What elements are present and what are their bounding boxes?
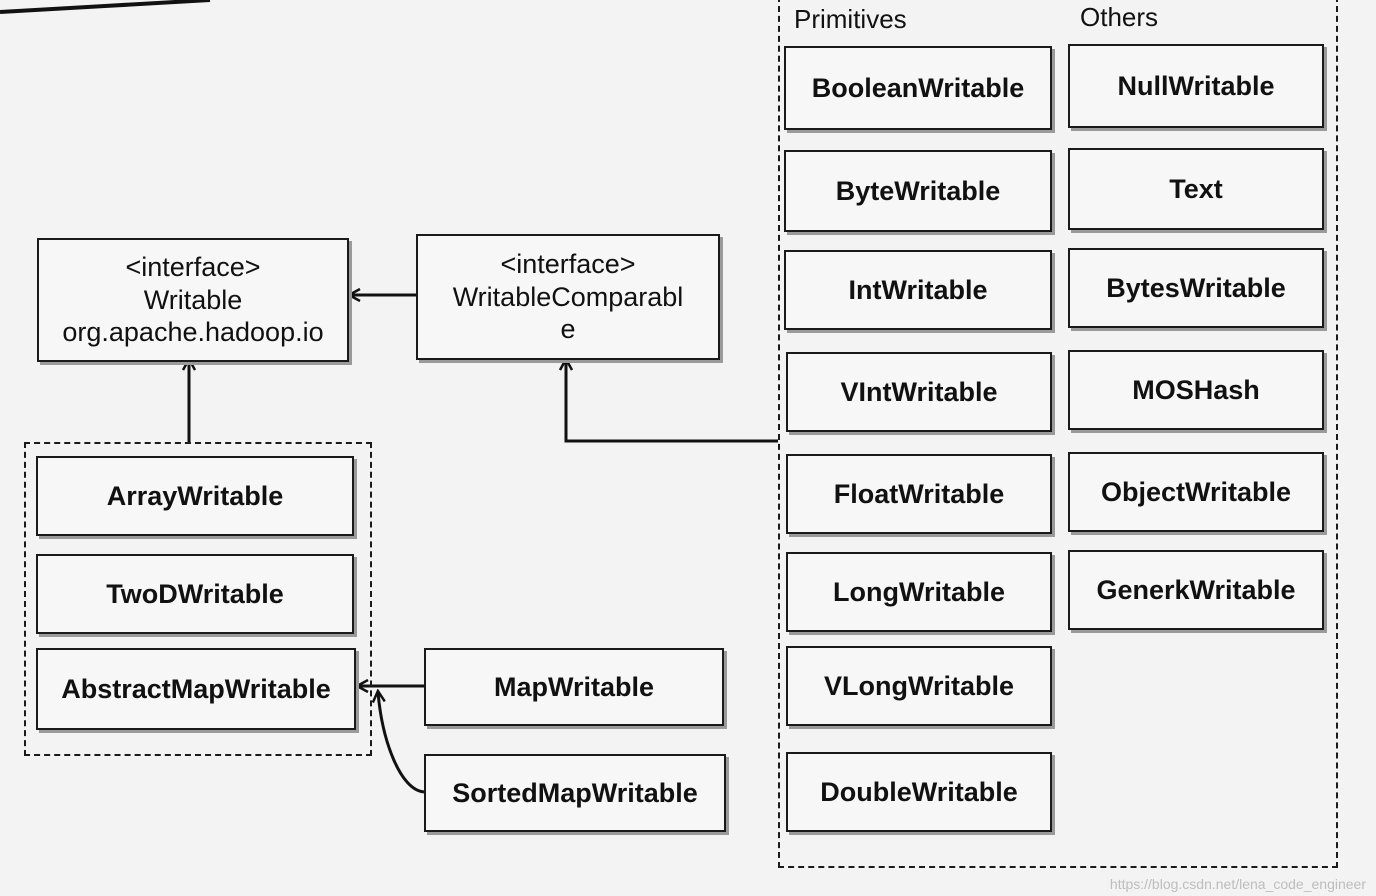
primitive-doublewritable: DoubleWritable — [786, 752, 1052, 832]
primitives-others-group — [778, 0, 1338, 868]
other-byteswritable: BytesWritable — [1068, 248, 1324, 328]
arrow-primitives-to-comparable — [566, 360, 778, 443]
primitive-vlongwritable: VLongWritable — [786, 646, 1052, 726]
primitive-bytewritable: ByteWritable — [784, 150, 1052, 232]
arrow-sortedmap-to-abstract — [378, 692, 425, 794]
comparable-name-line1: WritableComparabl — [452, 281, 684, 312]
writable-interface-box: <interface> Writable org.apache.hadoop.i… — [37, 238, 349, 362]
other-nullwritable: NullWritable — [1068, 44, 1324, 128]
arraywritable-box: ArrayWritable — [36, 456, 354, 536]
writable-comparable-interface-box: <interface> WritableComparabl e — [416, 234, 720, 360]
writable-name: Writable — [143, 284, 243, 315]
primitive-vintwritable: VIntWritable — [786, 352, 1052, 432]
mapwritable-box: MapWritable — [424, 648, 724, 726]
primitives-header: Primitives — [794, 4, 907, 34]
primitive-longwritable: LongWritable — [786, 552, 1052, 632]
other-generkwritable: GenerkWritable — [1068, 550, 1324, 630]
comparable-stereotype: <interface> — [500, 248, 636, 279]
writable-package: org.apache.hadoop.io — [62, 317, 324, 348]
other-moshash: MOSHash — [1068, 350, 1324, 430]
other-objectwritable: ObjectWritable — [1068, 452, 1324, 532]
abstractmapwritable-box: AbstractMapWritable — [36, 648, 356, 730]
watermark-text: https://blog.csdn.net/lena_code_engineer — [1109, 876, 1366, 892]
comparable-name-line2: e — [560, 314, 576, 345]
collection-writables-group — [24, 442, 372, 756]
primitive-booleanwritable: BooleanWritable — [784, 46, 1052, 130]
primitive-intwritable: IntWritable — [784, 250, 1052, 330]
corner-stroke — [0, 0, 211, 14]
others-header: Others — [1080, 2, 1159, 32]
twodwritable-box: TwoDWritable — [36, 554, 354, 634]
primitive-floatwritable: FloatWritable — [786, 454, 1052, 534]
other-text: Text — [1068, 148, 1324, 230]
writable-stereotype: <interface> — [125, 251, 261, 282]
sortedmapwritable-box: SortedMapWritable — [424, 754, 726, 832]
